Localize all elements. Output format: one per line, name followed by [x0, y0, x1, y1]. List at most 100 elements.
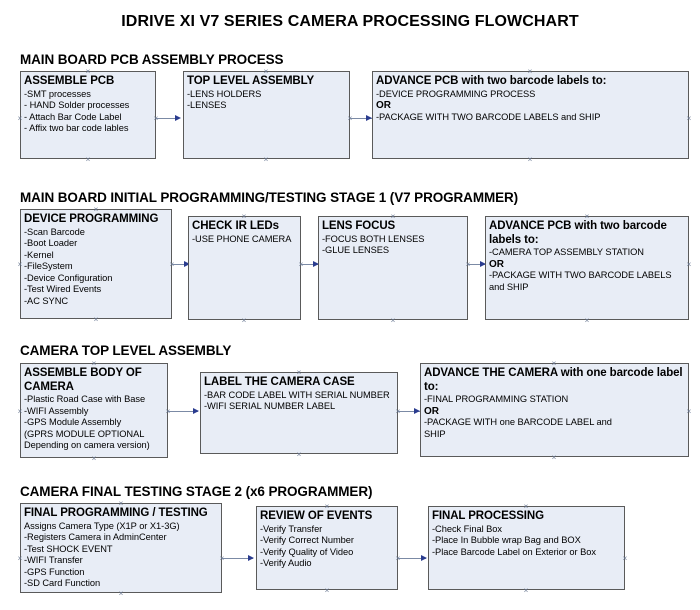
connector-line — [168, 411, 198, 412]
page-title: IDRIVE XI V7 SERIES CAMERA PROCESSING FL… — [121, 13, 579, 30]
node-title: TOP LEVEL ASSEMBLY — [187, 75, 315, 87]
connector-line — [222, 558, 253, 559]
node-title: ADVANCE THE CAMERA with one barcode labe… — [424, 367, 683, 393]
node-line: -Verify Correct Number — [260, 535, 354, 546]
node-body: FINAL PROGRAMMING / TESTING Assigns Came… — [21, 504, 221, 592]
node-body: ASSEMBLE BODY OF CAMERA -Plastic Road Ca… — [21, 364, 167, 454]
node-line: -Place Barcode Label on Exterior or Box — [432, 546, 596, 557]
node-title: ADVANCE PCB with two barcode labels to: — [489, 220, 667, 246]
node-line: - Affix two bar code lables — [24, 123, 129, 134]
node-final-processing[interactable]: FINAL PROCESSING -Check Final Box -Place… — [428, 506, 625, 590]
section-header-camera-final-testing-stage-2: CAMERA FINAL TESTING STAGE 2 (x6 PROGRAM… — [20, 484, 373, 499]
node-review-of-events[interactable]: REVIEW OF EVENTS -Verify Transfer -Verif… — [256, 506, 398, 590]
node-title: LABEL THE CAMERA CASE — [204, 376, 355, 388]
section-header-main-board-pcb-assembly-process: MAIN BOARD PCB ASSEMBLY PROCESS — [20, 52, 284, 67]
node-line: -FINAL PROGRAMMING STATION — [424, 394, 569, 404]
node-line: Assigns Camera Type (X1P or X1-3G) — [24, 520, 180, 531]
node-title: FINAL PROGRAMMING / TESTING — [24, 507, 208, 519]
node-lens-focus[interactable]: LENS FOCUS -FOCUS BOTH LENSES -GLUE LENS… — [318, 216, 468, 320]
node-line: -WIFI Transfer — [24, 555, 83, 566]
connector-line — [398, 411, 420, 412]
node-line: -Test SHOCK EVENT — [24, 543, 113, 554]
node-line: -DEVICE PROGRAMMING PROCESS — [376, 88, 536, 99]
arrow-head-icon — [313, 260, 319, 267]
node-device-programming[interactable]: DEVICE PROGRAMMING -Scan Barcode -Boot L… — [20, 209, 172, 319]
node-line: -GPS Module Assembly — [24, 417, 122, 428]
node-line: -Kernel — [24, 249, 54, 260]
node-title: ASSEMBLE PCB — [24, 75, 115, 87]
node-body: FINAL PROCESSING -Check Final Box -Place… — [429, 507, 624, 560]
node-top-level-assembly[interactable]: TOP LEVEL ASSEMBLY -LENS HOLDERS -LENSES — [183, 71, 350, 159]
node-line: -CAMERA TOP ASSEMBLY STATION — [489, 247, 644, 257]
arrow-head-icon — [193, 407, 199, 414]
node-body: ADVANCE PCB with two barcode labels to: … — [486, 217, 688, 295]
node-line: -PACKAGE WITH TWO BARCODE LABELS and SHI… — [489, 270, 672, 292]
arrow-head-icon — [248, 554, 254, 561]
node-body: ASSEMBLE PCB -SMT processes - HAND Solde… — [21, 72, 155, 137]
node-line: -PACKAGE WITH TWO BARCODE LABELS and SHI… — [376, 111, 601, 122]
node-line: -USE PHONE CAMERA — [192, 233, 292, 244]
node-line-or: OR — [489, 258, 504, 270]
node-body: TOP LEVEL ASSEMBLY -LENS HOLDERS -LENSES — [184, 72, 349, 114]
node-title: ASSEMBLE BODY OF CAMERA — [24, 367, 142, 393]
node-body: DEVICE PROGRAMMING -Scan Barcode -Boot L… — [21, 210, 171, 310]
node-line: -Verify Quality of Video — [260, 546, 354, 557]
node-line: -BAR CODE LABEL WITH SERIAL NUMBER — [204, 389, 390, 400]
connector-line — [398, 558, 426, 559]
node-line: -PACKAGE WITH one BARCODE LABEL and SHIP — [424, 417, 612, 439]
node-line: -Plastic Road Case with Base — [24, 394, 146, 404]
node-body: LABEL THE CAMERA CASE -BAR CODE LABEL WI… — [201, 373, 397, 415]
node-assemble-pcb[interactable]: ASSEMBLE PCB -SMT processes - HAND Solde… — [20, 71, 156, 159]
node-label-the-camera-case[interactable]: LABEL THE CAMERA CASE -BAR CODE LABEL WI… — [200, 372, 398, 454]
node-line: -FileSystem — [24, 261, 73, 272]
section-header-main-board-initial-programming-testing-stage-1: MAIN BOARD INITIAL PROGRAMMING/TESTING S… — [20, 190, 519, 205]
arrow-head-icon — [184, 260, 190, 267]
node-line: -Device Configuration — [24, 272, 113, 283]
node-line: -SD Card Function — [24, 578, 101, 589]
node-line-or: OR — [424, 405, 439, 417]
connector-line — [301, 264, 318, 265]
connector-line — [350, 118, 372, 119]
node-line: Depending on camera version) — [24, 440, 150, 451]
connector-line — [172, 264, 188, 265]
node-line: -FOCUS BOTH LENSES — [322, 233, 425, 244]
node-body: CHECK IR LEDs -USE PHONE CAMERA — [189, 217, 300, 247]
node-line: -Verify Transfer — [260, 523, 323, 534]
node-title: CHECK IR LEDs — [192, 220, 279, 232]
node-line: -Test Wired Events — [24, 284, 102, 295]
node-body: REVIEW OF EVENTS -Verify Transfer -Verif… — [257, 507, 397, 572]
node-title: LENS FOCUS — [322, 220, 396, 232]
node-body: ADVANCE PCB with two barcode labels to: … — [373, 72, 688, 125]
node-line: -Registers Camera in AdminCenter — [24, 532, 167, 543]
node-line: -Place In Bubble wrap Bag and BOX — [432, 535, 581, 546]
node-line-or: OR — [376, 100, 391, 112]
node-body: ADVANCE THE CAMERA with one barcode labe… — [421, 364, 688, 442]
node-advance-pcb-to-camera-top-assembly[interactable]: ADVANCE PCB with two barcode labels to: … — [485, 216, 689, 320]
node-line: -Boot Loader — [24, 238, 78, 249]
node-line: -SMT processes — [24, 88, 91, 99]
arrow-head-icon — [366, 114, 372, 121]
node-line: -GLUE LENSES — [322, 245, 390, 256]
connector-line — [468, 264, 485, 265]
section-header-camera-top-level-assembly: CAMERA TOP LEVEL ASSEMBLY — [20, 343, 232, 358]
node-final-programming-testing[interactable]: FINAL PROGRAMMING / TESTING Assigns Came… — [20, 503, 222, 593]
node-title: FINAL PROCESSING — [432, 510, 544, 522]
node-line: -LENSES — [187, 100, 227, 111]
node-advance-pcb-two-barcode-labels[interactable]: ADVANCE PCB with two barcode labels to: … — [372, 71, 689, 159]
node-line: -GPS Function — [24, 566, 85, 577]
connector-line — [156, 118, 179, 119]
node-title: DEVICE PROGRAMMING — [24, 213, 159, 225]
node-line: -AC SYNC — [24, 296, 69, 307]
node-line: -LENS HOLDERS — [187, 88, 262, 99]
node-line: -Scan Barcode — [24, 226, 85, 237]
node-assemble-body-of-camera[interactable]: ASSEMBLE BODY OF CAMERA -Plastic Road Ca… — [20, 363, 168, 458]
node-advance-the-camera-one-barcode-label[interactable]: ADVANCE THE CAMERA with one barcode labe… — [420, 363, 689, 457]
node-title: REVIEW OF EVENTS — [260, 510, 373, 522]
node-check-ir-leds[interactable]: CHECK IR LEDs -USE PHONE CAMERA — [188, 216, 301, 320]
node-body: LENS FOCUS -FOCUS BOTH LENSES -GLUE LENS… — [319, 217, 467, 259]
arrow-head-icon — [414, 407, 420, 414]
node-line: -Verify Audio — [260, 558, 312, 569]
node-line: (GPRS MODULE OPTIONAL — [24, 428, 145, 439]
node-line: - Attach Bar Code Label — [24, 111, 122, 122]
